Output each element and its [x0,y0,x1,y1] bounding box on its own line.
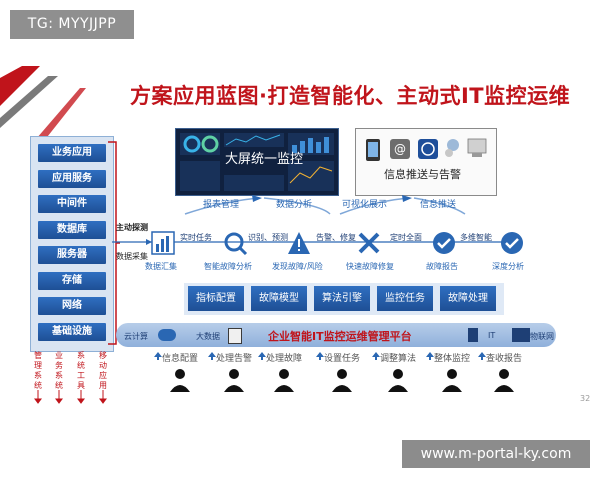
role-label: 整体监控 [434,354,471,364]
decorative-stripes [0,66,86,146]
person-icon [274,369,294,392]
output-label: 信息推送 [420,200,457,210]
up-arrow-icon [258,352,266,360]
role-label: 信息配置 [162,354,199,364]
person-icon [170,369,190,392]
person-icon [494,369,514,392]
notification-title: 信息推送与告警 [384,168,461,181]
module-box: 监控任务 [377,286,433,311]
output-label: 数据分析 [276,200,313,210]
vertical-label: 系统工具 [77,351,85,390]
stack-layer: 数据库 [38,220,106,239]
module-box: 故障模型 [251,286,307,311]
warning-icon [288,232,310,254]
tag-label: TG: MYYJJPP [10,10,134,39]
platform-label: 物联网 [530,332,554,341]
iot-icon [512,328,530,342]
svg-text:@: @ [394,142,406,156]
watermark: www.m-portal-ky.com [402,440,590,468]
magnifier-icon [224,232,248,256]
page-title: 方案应用蓝图·打造智能化、主动式IT监控运维 [130,84,571,108]
platform-label: 云计算 [124,332,148,341]
node-label: 深度分析 [492,262,524,271]
person-icon [388,369,408,392]
active-probe-label: 主动探测 [116,223,148,232]
role-label: 处理故障 [266,354,303,364]
stack-bracket [108,141,120,345]
stack-layer: 网络 [38,297,106,315]
dashboard-screen [175,128,339,196]
cloud-icon [158,329,176,341]
process-node-icons [151,231,523,256]
dashboard-title: 大屏统一监控 [225,152,304,167]
up-arrow-icon [372,352,380,360]
vertical-label: 业务系统 [55,351,63,390]
role-label: 处理告警 [216,354,253,364]
stack-layer: 服务器 [38,246,106,264]
output-label: 报表管理 [203,200,240,210]
node-label: 快速故障修复 [346,262,394,271]
check-circle-icon [501,232,523,254]
role-label: 查收报告 [486,354,523,364]
process-label: 实时任务 [180,233,212,242]
layer-stack-panel [30,136,114,352]
person-icon [224,369,244,392]
stack-layer: 应用服务 [38,169,106,188]
database-icon [228,328,242,344]
up-arrow-icon [478,352,486,360]
wrench-icon [358,232,380,254]
stack-layer: 业务应用 [38,144,106,162]
process-label: 定时全面 [390,233,422,242]
server-icon [468,328,478,342]
check-circle-icon [433,232,455,254]
person-icon [442,369,462,392]
vertical-label: 管理系统 [34,351,42,390]
role-label: 设置任务 [324,354,361,364]
module-box: 指标配置 [188,286,244,311]
vertical-label: 移动应用 [99,351,107,390]
node-label: 数据汇集 [145,262,177,271]
stack-layer: 基础设施 [38,322,106,341]
stack-layer: 存储 [38,271,106,290]
role-label: 调整算法 [380,354,417,364]
node-label: 故障报告 [426,262,458,271]
up-arrow-icon [426,352,434,360]
node-label: 智能故障分析 [204,262,252,271]
platform-label: 大数据 [196,332,220,341]
page-number: 32 [580,394,591,403]
platform-bar [116,323,556,347]
person-icon [332,369,352,392]
platform-title: 企业智能IT监控运维管理平台 [268,330,412,343]
up-arrow-icon [208,352,216,360]
node-label: 发现故障/风险 [272,262,323,271]
stack-layer: 中间件 [38,195,106,213]
upward-arrows [184,195,466,215]
notification-panel: @ [355,128,497,196]
module-box: 故障处理 [440,286,496,311]
data-collect-label: 数据采集 [116,252,148,261]
process-label: 多维智能 [460,233,492,242]
up-arrow-icon [154,352,162,360]
platform-label: IT [488,331,496,340]
chart-icon [151,231,175,255]
up-arrow-icon [316,352,324,360]
process-label: 告警、修复 [316,233,356,242]
vertical-arrows [34,390,107,404]
output-label: 可视化展示 [342,200,388,210]
process-label: 识别、预测 [248,233,288,242]
module-box: 算法引擎 [314,286,370,311]
